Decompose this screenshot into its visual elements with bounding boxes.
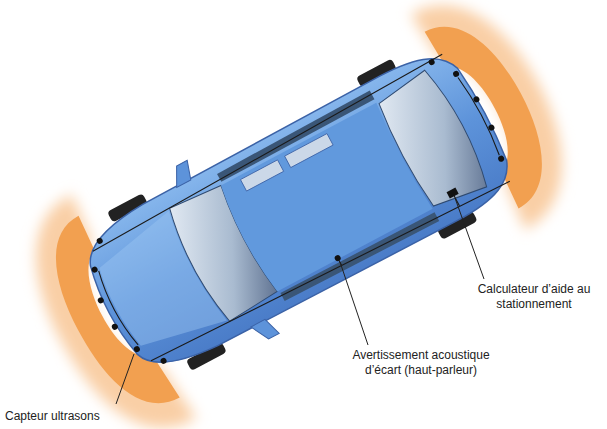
side-window	[280, 211, 439, 302]
ultrasonic-sensor	[472, 95, 480, 103]
ultrasonic-sensor	[428, 58, 436, 66]
car-body	[71, 41, 524, 386]
ultrasonic-sensor	[97, 296, 105, 304]
ultrasonic-sensor	[133, 345, 141, 353]
leader-line	[340, 262, 368, 345]
ultrasonic-sensor	[160, 357, 168, 365]
part-label: Calculateur d’aide au stationnement	[466, 282, 602, 312]
side-mirror	[251, 317, 279, 344]
control-unit	[447, 188, 459, 199]
ultrasonic-sensor	[452, 70, 460, 78]
leader-line	[116, 354, 134, 404]
leader-line	[455, 198, 484, 279]
part-label: Avertissement acoustique d’écart (haut-p…	[334, 348, 508, 378]
speaker	[334, 254, 342, 262]
rear-window	[372, 67, 493, 215]
side-mirror	[168, 160, 196, 187]
ultrasonic-sensor	[96, 237, 104, 245]
ultrasonic-sensor	[497, 155, 505, 163]
ultrasonic-sensor	[111, 323, 119, 331]
ultrasonic-sensor	[487, 124, 495, 132]
wiring	[81, 51, 515, 373]
ultrasonic-sensor	[91, 266, 99, 274]
car-group	[3, 0, 602, 429]
part-label: Capteur ultrasons	[5, 409, 135, 424]
